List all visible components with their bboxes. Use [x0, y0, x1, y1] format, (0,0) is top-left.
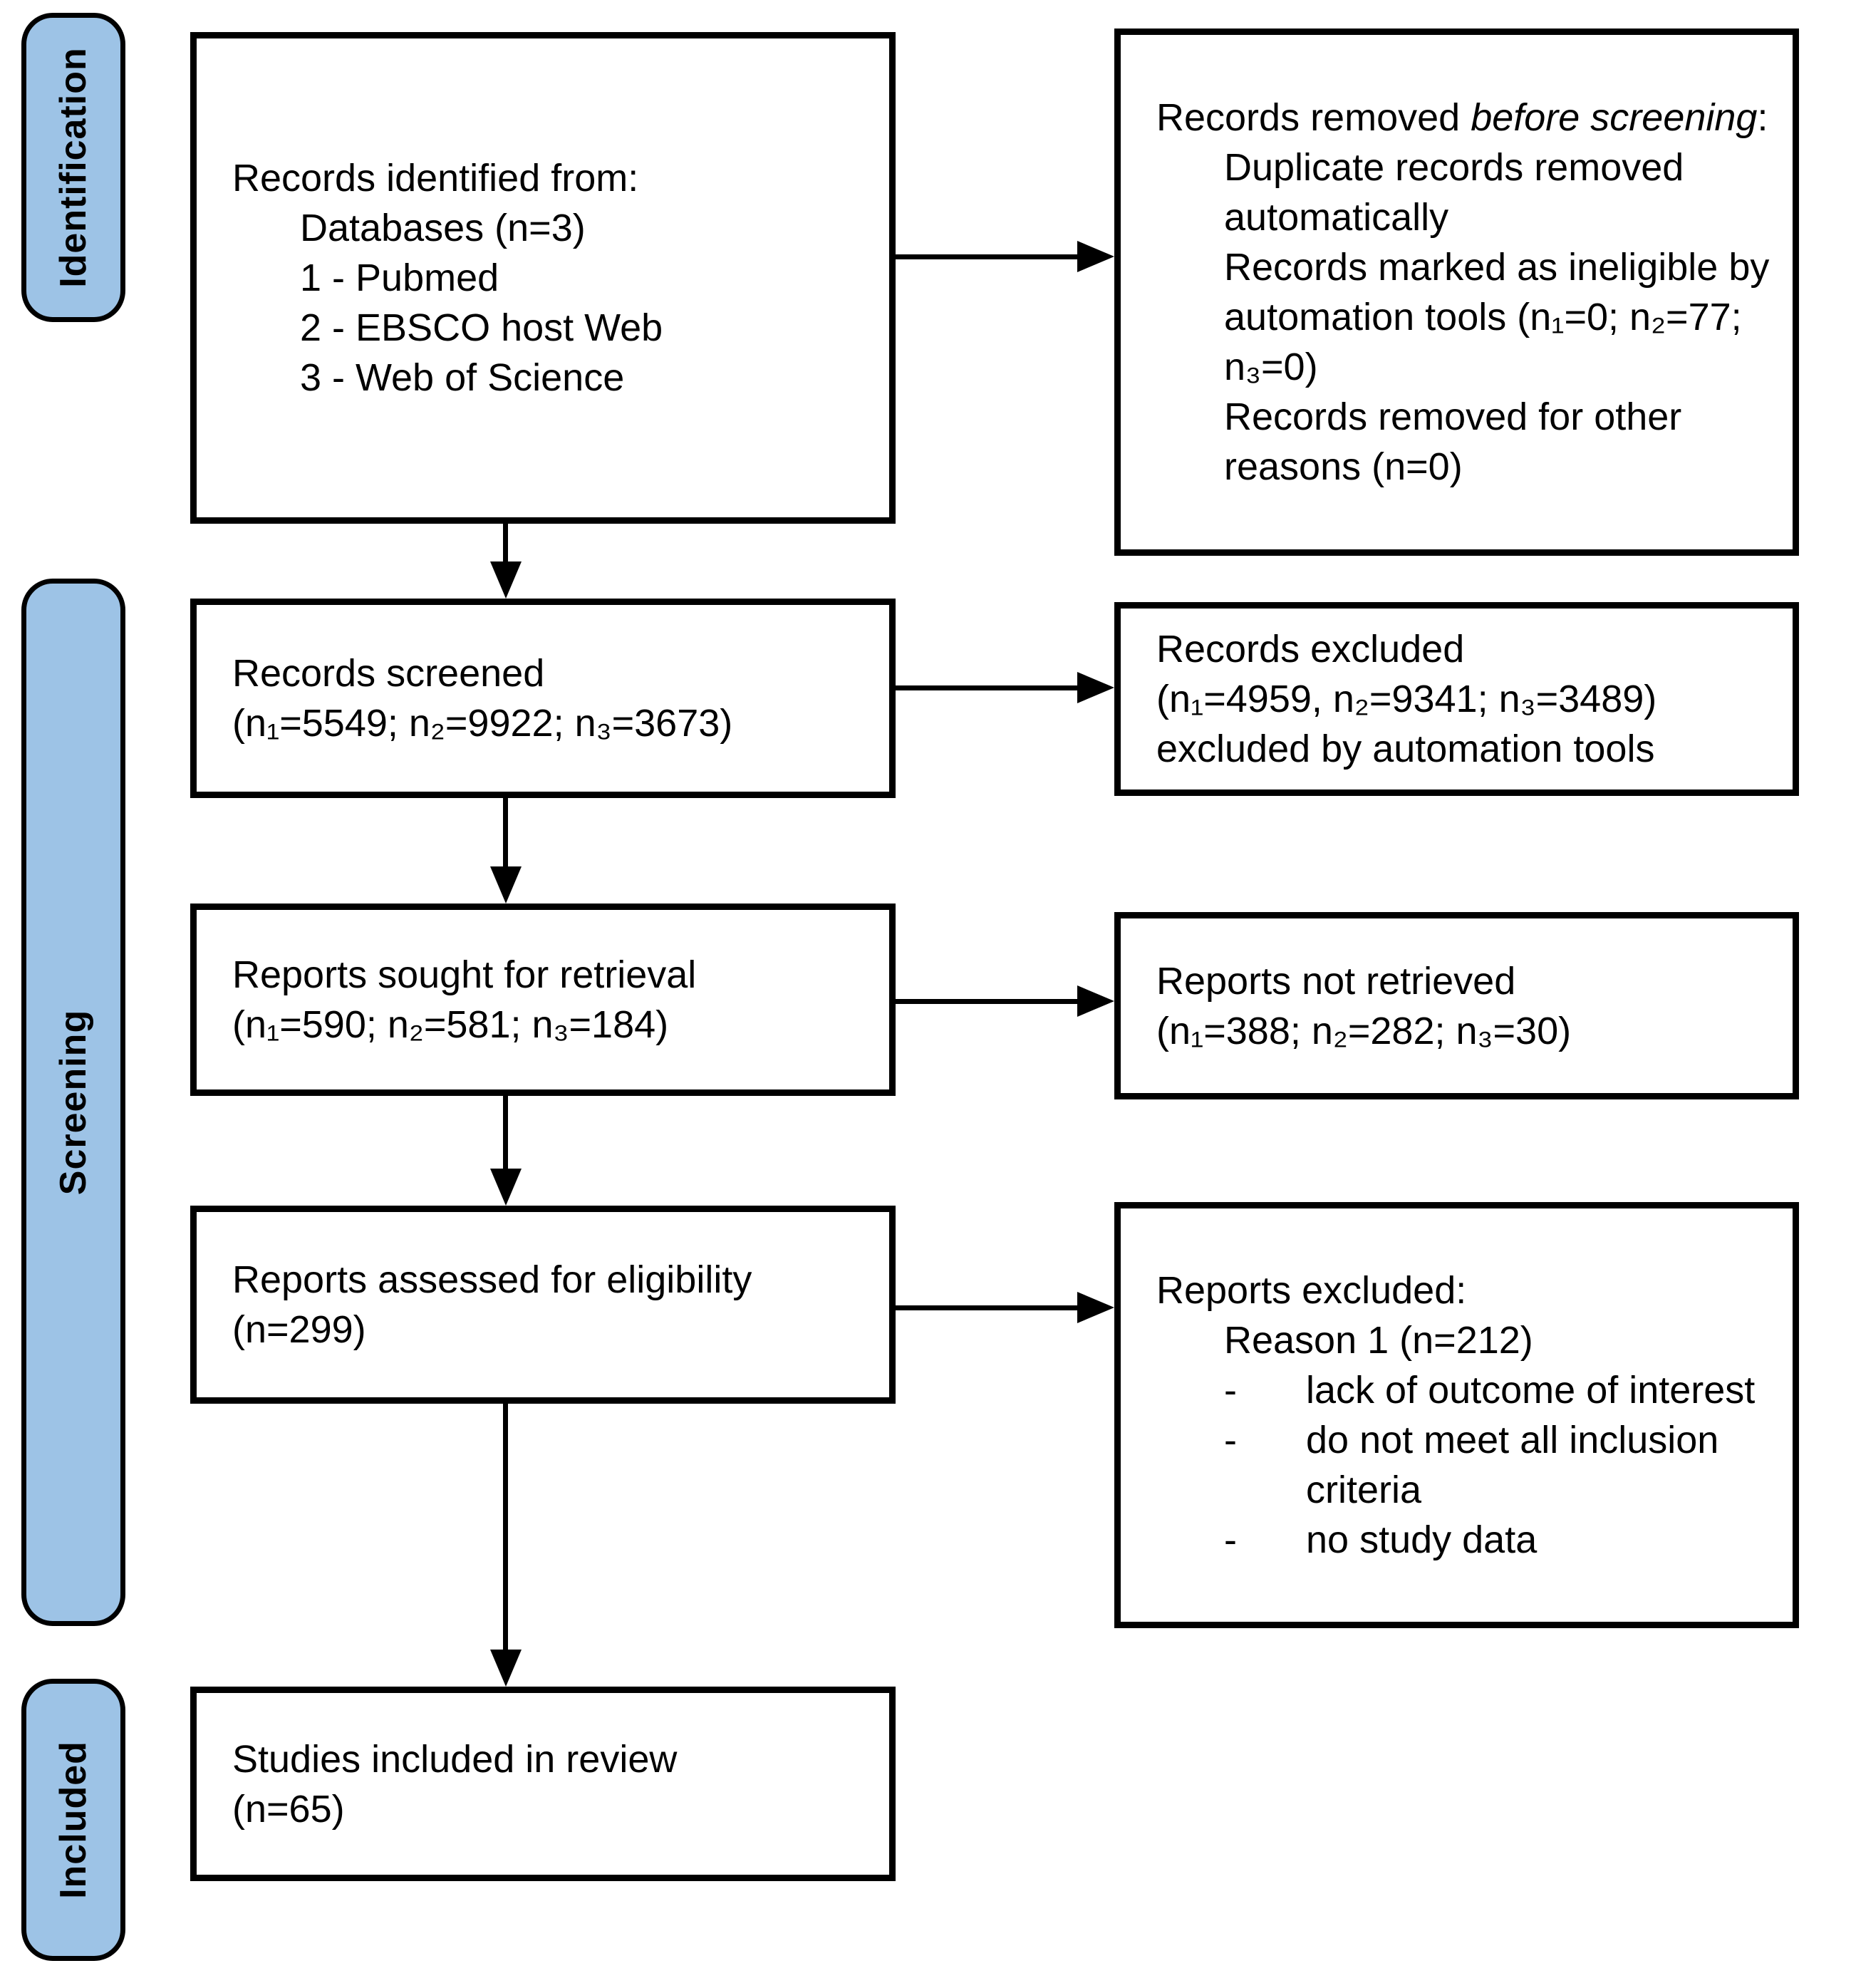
arrow-line — [503, 798, 508, 868]
text-line: 3 - Web of Science — [300, 356, 625, 399]
stage-included-label: Included — [53, 1741, 95, 1899]
arrow-head-icon — [1077, 985, 1114, 1017]
arrow-head-icon — [490, 1169, 522, 1206]
text-line: (n=65) — [232, 1787, 345, 1831]
box-records-screened: Records screened (n₁=5549; n₂=9922; n₃=36… — [190, 599, 896, 798]
text-line: Reports assessed for eligibility — [232, 1258, 752, 1301]
box-studies-included: Studies included in review (n=65) — [190, 1687, 896, 1881]
text-line: (n=299) — [232, 1308, 366, 1351]
bullet-text: lack of outcome of interest — [1306, 1369, 1756, 1412]
arrow-line — [896, 254, 1079, 259]
text-line: Records removed before screening: — [1156, 93, 1771, 143]
text-segment: Records removed — [1156, 96, 1471, 139]
arrow-head-icon — [490, 866, 522, 904]
stage-included: Included — [21, 1679, 125, 1961]
text-line: (n₁=4959, n₂=9341; n₃=3489) — [1156, 678, 1657, 720]
text-line: - no study data — [1156, 1515, 1771, 1565]
box-records-removed-before-screening: Records removed before screening:Duplica… — [1114, 29, 1799, 556]
text-line: Reports sought for retrieval — [232, 953, 697, 996]
text-line: Reason 1 (n=212) — [1224, 1319, 1533, 1362]
text-line: (n₁=590; n₂=581; n₃=184) — [232, 1003, 669, 1046]
text-line: - lack of outcome of interest — [1156, 1365, 1771, 1415]
bullet-dash: - — [1224, 1419, 1237, 1461]
text-line: Records identified from: — [232, 157, 639, 200]
text-line: Duplicate records removed automatically — [1224, 146, 1684, 239]
text-segment: : — [1757, 96, 1768, 139]
text-line: Records marked as ineligible by automati… — [1224, 246, 1770, 388]
text-line: (n₁=388; n₂=282; n₃=30) — [1156, 1009, 1572, 1052]
box-reports-assessed: Reports assessed for eligibility (n=299) — [190, 1206, 896, 1404]
arrow-line — [503, 524, 508, 570]
text-line: Records screened — [232, 652, 545, 695]
arrow-head-icon — [1077, 241, 1114, 272]
text-line: Studies included in review — [232, 1737, 678, 1781]
text-line: Records excluded — [1156, 628, 1465, 671]
text-line: 2 - EBSCO host Web — [300, 306, 663, 349]
italic-text-segment: before screening — [1471, 96, 1758, 139]
box-reports-sought: Reports sought for retrieval (n₁=590; n₂=… — [190, 904, 896, 1096]
stage-screening: Screening — [21, 579, 125, 1626]
arrow-line — [896, 685, 1079, 690]
bullet-text: no study data — [1306, 1518, 1538, 1561]
stage-identification: Identification — [21, 13, 125, 322]
arrow-head-icon — [490, 1650, 522, 1687]
arrow-head-icon — [490, 561, 522, 599]
arrow-line — [896, 999, 1079, 1004]
box-records-excluded: Records excluded (n₁=4959, n₂=9341; n₃=34… — [1114, 602, 1799, 796]
text-line: - do not meet all inclusion criteria — [1156, 1415, 1771, 1515]
arrow-line — [503, 1404, 508, 1651]
text-line: 1 - Pubmed — [300, 257, 499, 299]
arrow-line — [896, 1305, 1079, 1310]
bullet-text: do not meet all inclusion criteria — [1306, 1419, 1719, 1511]
text-line: Records removed for other reasons (n=0) — [1224, 395, 1682, 488]
box-records-identified: Records identified from: Databases (n=3) 1… — [190, 32, 896, 524]
text-line: Databases (n=3) — [300, 207, 586, 249]
box-reports-not-retrieved: Reports not retrieved (n₁=388; n₂=282; n₃… — [1114, 912, 1799, 1099]
stage-screening-label: Screening — [53, 1009, 95, 1196]
text-line: (n₁=5549; n₂=9922; n₃=3673) — [232, 702, 733, 745]
bullet-dash: - — [1224, 1518, 1237, 1561]
arrow-line — [503, 1096, 508, 1170]
bullet-dash: - — [1224, 1369, 1237, 1412]
text-line: Reports excluded: — [1156, 1269, 1467, 1312]
arrow-head-icon — [1077, 1292, 1114, 1323]
text-line: excluded by automation tools — [1156, 728, 1655, 770]
arrow-head-icon — [1077, 672, 1114, 703]
text-line: Reports not retrieved — [1156, 959, 1516, 1003]
box-reports-excluded: Reports excluded: Reason 1 (n=212) - lack o… — [1114, 1202, 1799, 1628]
stage-identification-label: Identification — [53, 47, 94, 288]
